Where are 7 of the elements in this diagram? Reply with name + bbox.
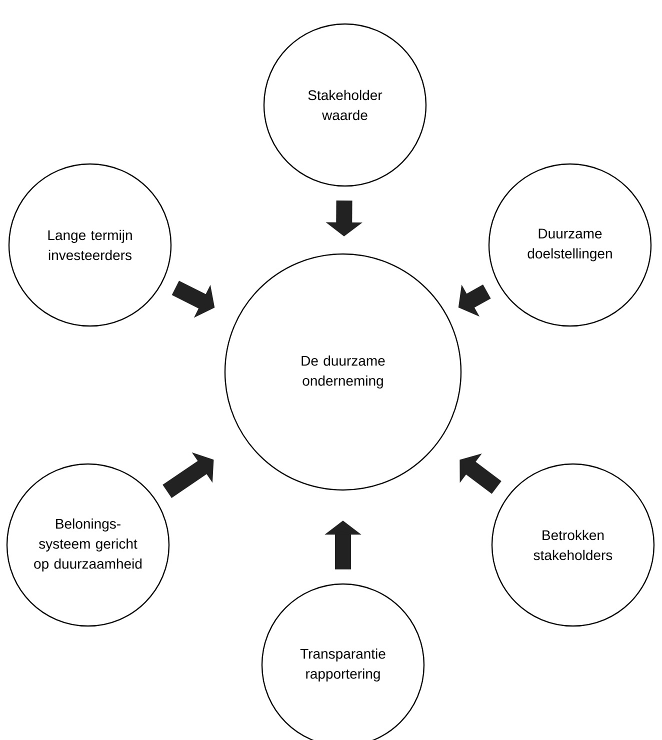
block-arrow	[162, 452, 214, 498]
circle-node: Betrokken stakeholders	[491, 463, 655, 627]
circle-node: Duurzame doelstellingen	[488, 163, 652, 327]
circle-node: Stakeholder waarde	[263, 23, 427, 187]
circle-node: Lange termijn investeerders	[8, 163, 172, 327]
circle-node: Belonings-systeem gericht op duurzaamheid	[6, 463, 170, 627]
circle-node: De duurzame onderneming	[224, 253, 462, 491]
